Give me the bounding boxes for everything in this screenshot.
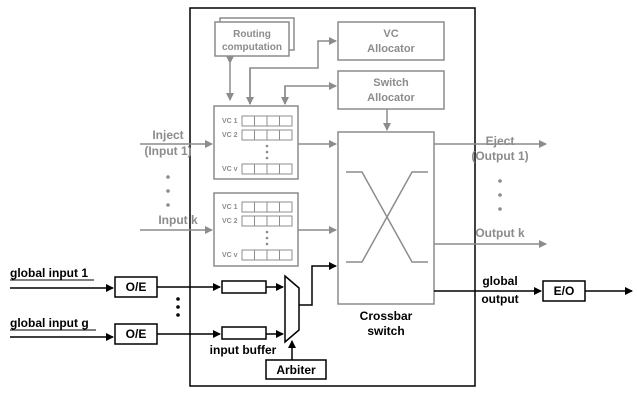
eject-output: Eject (Output 1) <box>434 134 547 163</box>
vc-label: VC 1 <box>222 204 238 211</box>
switch-allocator-line2: Allocator <box>367 92 415 104</box>
global-output-line2: output <box>481 292 518 306</box>
vc-label: VC 1 <box>222 118 238 125</box>
global-output: global output <box>434 274 542 306</box>
vc-allocator-block: VC Allocator <box>337 21 445 61</box>
oe-converter-g: O/E <box>114 323 158 345</box>
arbiter-label: Arbiter <box>276 363 316 377</box>
crossbar-x-icon <box>346 171 428 263</box>
crossbar-label-line1: Crossbar <box>360 309 413 323</box>
vc-label: VC v <box>222 166 238 173</box>
oe-label: O/E <box>126 327 147 341</box>
mux-to-crossbar-arrow <box>299 262 337 306</box>
switch-allocator-block: Switch Allocator <box>337 70 445 110</box>
vc-buffer-bottom: VC 1 VC 2 VC v <box>213 192 299 267</box>
eo-label: E/O <box>554 284 575 298</box>
output-k: Output k <box>434 226 547 248</box>
routing-computation-block: Routing computation <box>214 17 295 57</box>
inject-input: Inject (Input 1) <box>140 128 213 158</box>
arbiter-block: Arbiter <box>265 340 327 380</box>
routing-label-line2: computation <box>222 42 282 53</box>
ellipsis-icon <box>166 175 170 207</box>
control-arrows <box>226 37 391 131</box>
eject-label-line1: Eject <box>486 134 515 148</box>
vc-label: VC 2 <box>222 132 238 139</box>
inject-label-line2: (Input 1) <box>144 144 191 158</box>
crossbar-switch: Crossbar switch <box>337 131 435 338</box>
input-buffer-label: input buffer <box>210 343 277 357</box>
input-k: Input k <box>140 213 213 234</box>
ellipsis-icon <box>265 230 269 246</box>
global-output-line1: global <box>482 274 517 288</box>
oe-label: O/E <box>126 280 147 294</box>
vc-allocator-line2: Allocator <box>367 43 415 55</box>
ellipsis-icon <box>176 297 180 317</box>
output-k-label: Output k <box>475 226 525 240</box>
eject-label-line2: (Output 1) <box>471 149 528 163</box>
router-frame <box>189 7 476 387</box>
input-buffer-g <box>221 326 267 340</box>
global-input-1-label: global input 1 <box>10 266 88 280</box>
global-input-g: global input g <box>10 316 114 341</box>
crossbar-label-line2: switch <box>367 324 404 338</box>
internal-datapath <box>298 140 337 234</box>
oe-converter-1: O/E <box>114 276 158 298</box>
inject-label-line1: Inject <box>152 128 183 142</box>
vc-allocator-line1: VC <box>383 28 398 40</box>
switch-allocator-line1: Switch <box>373 77 409 89</box>
vc-label: VC v <box>222 252 238 259</box>
routing-label-line1: Routing <box>233 29 271 40</box>
input-buffer-1 <box>221 280 267 294</box>
global-input-g-label: global input g <box>10 316 89 330</box>
global-input-1: global input 1 <box>10 266 114 292</box>
vc-label: VC 2 <box>222 218 238 225</box>
ellipsis-icon <box>498 179 502 211</box>
ellipsis-icon <box>265 144 269 160</box>
global-datapath <box>157 283 284 338</box>
eo-converter: E/O <box>542 280 633 302</box>
input-k-label: Input k <box>158 213 198 227</box>
multiplexer-icon <box>284 274 300 344</box>
vc-buffer-top: VC 1 VC 2 VC v <box>213 105 299 180</box>
